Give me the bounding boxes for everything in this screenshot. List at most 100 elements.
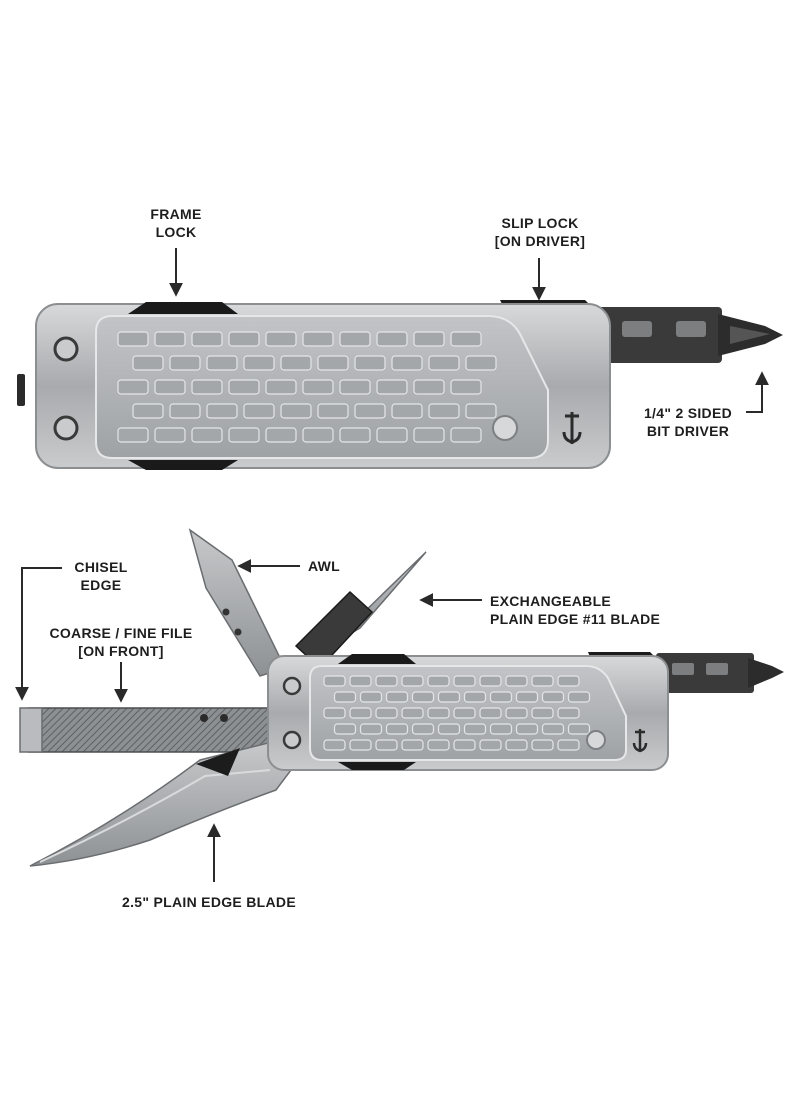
panel-slot (354, 403, 386, 419)
panel-slot (557, 707, 580, 719)
panel-slots-open (323, 675, 591, 751)
panel-slot (401, 707, 424, 719)
panel-slot (531, 739, 554, 751)
panel-slot (132, 355, 164, 371)
panel-slot (489, 691, 513, 703)
panel-slot (413, 379, 445, 395)
callout-text: AWL (308, 558, 341, 574)
panel-slot (505, 675, 528, 687)
panel-slot (228, 427, 260, 443)
panel-slot (541, 691, 565, 703)
panel-slot (376, 427, 408, 443)
panel-slot (169, 355, 201, 371)
callout-text: SLIP LOCK (501, 215, 579, 231)
panel-slot (359, 723, 383, 735)
panel-slot (376, 331, 408, 347)
arrow-icon (15, 248, 769, 882)
panel-slot (567, 691, 591, 703)
panel-slot (557, 739, 580, 751)
panel-slot (191, 427, 223, 443)
pivot (492, 415, 518, 441)
panel-slot (489, 723, 513, 735)
panel-slot (354, 355, 386, 371)
panel-slot (465, 403, 497, 419)
panel-slot (411, 723, 435, 735)
panel-slot (265, 331, 297, 347)
panel-slot (154, 379, 186, 395)
screw (53, 415, 79, 441)
closed-tool (17, 300, 783, 470)
panel-slot (333, 723, 357, 735)
panel-slot (243, 355, 275, 371)
panel-slot (323, 675, 346, 687)
panel-slot (339, 427, 371, 443)
panel-slots (117, 331, 497, 443)
panel-slot (375, 675, 398, 687)
callout-chisel-edge: CHISEL EDGE (64, 558, 138, 594)
panel-slot (453, 739, 476, 751)
panel-slot (427, 675, 450, 687)
bit-driver-open (656, 653, 784, 693)
callout-text: EXCHANGEABLE (490, 593, 612, 609)
file-tool (19, 707, 271, 753)
callout-text: 1/4" 2 SIDED (643, 405, 733, 421)
panel-slot (317, 355, 349, 371)
panel-slot (479, 707, 502, 719)
pivot (586, 730, 606, 750)
callout-text: EDGE (80, 577, 122, 593)
panel-slot (505, 739, 528, 751)
panel-slot (515, 691, 539, 703)
panel-slot (375, 739, 398, 751)
panel-slot (385, 691, 409, 703)
screw (282, 730, 302, 750)
panel-slot (191, 379, 223, 395)
panel-slot (169, 403, 201, 419)
panel-slot (206, 403, 238, 419)
panel-slot (280, 403, 312, 419)
panel-slot (385, 723, 409, 735)
panel-slot (339, 379, 371, 395)
panel-slot (411, 691, 435, 703)
gerber-logo-icon (562, 412, 582, 444)
panel-slot (531, 707, 554, 719)
panel-slot (323, 707, 346, 719)
panel-slot (391, 355, 423, 371)
frame-lock-bottom (128, 460, 238, 470)
panel-slot (479, 675, 502, 687)
panel-slot (359, 691, 383, 703)
callout-exchangeable-blade: EXCHANGEABLE PLAIN EDGE #11 BLADE (490, 592, 660, 628)
callout-text: CHISEL (74, 559, 128, 575)
panel-slot (302, 379, 334, 395)
panel-slot (465, 355, 497, 371)
panel-slot (265, 379, 297, 395)
callout-text: 2.5" PLAIN EDGE BLADE (122, 894, 296, 910)
callout-file: COARSE / FINE FILE [ON FRONT] (40, 624, 202, 660)
panel-slot (117, 427, 149, 443)
panel-slot (450, 331, 482, 347)
panel-slot (505, 707, 528, 719)
callout-slip-lock: SLIP LOCK [ON DRIVER] (480, 214, 600, 250)
screw (282, 676, 302, 696)
frame-lock-top (128, 302, 238, 314)
panel-slot (302, 331, 334, 347)
panel-slot (479, 739, 502, 751)
bit-driver (596, 307, 783, 363)
panel-slot (463, 691, 487, 703)
panel-slot (463, 723, 487, 735)
panel-slot (375, 707, 398, 719)
open-tool (19, 528, 784, 867)
callout-plain-blade: 2.5" PLAIN EDGE BLADE (122, 893, 296, 911)
panel-slot (413, 331, 445, 347)
panel-slot (428, 355, 460, 371)
panel-slot (117, 331, 149, 347)
panel-slot (450, 427, 482, 443)
panel-slot (302, 427, 334, 443)
awl (188, 528, 287, 677)
callout-frame-lock: FRAME LOCK (138, 205, 214, 241)
panel-slot (280, 355, 312, 371)
callout-text: BIT DRIVER (646, 423, 730, 439)
panel-slot (228, 331, 260, 347)
panel-slot (317, 403, 349, 419)
callout-text: LOCK (155, 224, 197, 240)
